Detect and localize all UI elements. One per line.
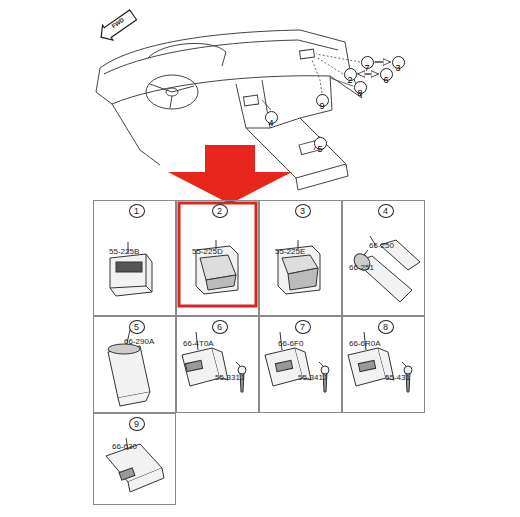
part-number: 66-6R0A <box>349 339 381 349</box>
item-number: 7 <box>295 320 311 334</box>
part-number: 66-6F0 <box>278 339 303 349</box>
callout-circle: 9 <box>316 94 329 107</box>
part-cell: 7 66-6F0 55-341J <box>259 316 342 413</box>
part-number: 55-431 <box>385 373 410 383</box>
part-cell: 4 66-250 66-251 <box>342 200 425 316</box>
part-cell: 1 55-225B <box>93 200 176 316</box>
item-number: 5 <box>129 320 145 334</box>
callout-number: 4 <box>268 118 273 128</box>
part-drawings <box>106 236 420 492</box>
part-number: 66-630 <box>112 442 137 452</box>
callout-circle: 2 <box>344 68 357 81</box>
part-cell: 3 55-225E <box>259 200 342 316</box>
item-number: 6 <box>212 320 228 334</box>
part-number: 66-290A <box>124 337 154 347</box>
item-number: 8 <box>378 320 394 334</box>
item-number: 4 <box>378 204 394 218</box>
item-number: 3 <box>295 204 311 218</box>
callout-circle: 6 <box>380 68 393 81</box>
callout-number: 2 <box>347 75 352 85</box>
pointer-arrow <box>168 145 292 204</box>
fwd-arrow-icon <box>96 7 138 44</box>
callout-number: 3 <box>395 63 400 73</box>
callout-circle: 8 <box>354 81 367 94</box>
part-number: 55-331J <box>215 373 244 383</box>
part-cell: 5 66-290A <box>93 316 176 413</box>
part-number: 66-251 <box>349 263 374 273</box>
part-number: 66-250 <box>369 241 394 251</box>
part-number: 66-4T0A <box>183 339 214 349</box>
item-number: 2 <box>212 204 228 218</box>
callout-circle: 5 <box>314 137 327 150</box>
part-cell: 9 66-630 <box>93 413 176 505</box>
part-cell: 6 66-4T0A 55-331J <box>176 316 259 413</box>
callout-number: 5 <box>317 144 322 154</box>
part-number: 55-225B <box>109 247 139 257</box>
callout-circle: 3 <box>392 56 405 69</box>
direction-arrow <box>358 73 379 74</box>
callout-number: 9 <box>319 101 324 111</box>
callout-number: 8 <box>357 88 362 98</box>
part-number: 55-225D <box>192 247 223 257</box>
leader-lines <box>262 54 360 150</box>
direction-label: FWD <box>111 17 126 30</box>
part-cell: 2 55-225D <box>176 200 259 316</box>
part-cell: 8 66-6R0A 55-431 <box>342 316 425 413</box>
callout-circle: 4 <box>265 111 278 124</box>
callout-number: 7 <box>364 63 369 73</box>
part-number: 55-341J <box>298 373 327 383</box>
item-number: 9 <box>129 417 145 431</box>
part-number: 55-225E <box>275 247 305 257</box>
direction-arrow <box>375 61 391 62</box>
highlight-frame <box>179 203 256 306</box>
callout-number: 6 <box>383 75 388 85</box>
callout-circle: 7 <box>361 56 374 69</box>
item-number: 1 <box>129 204 145 218</box>
